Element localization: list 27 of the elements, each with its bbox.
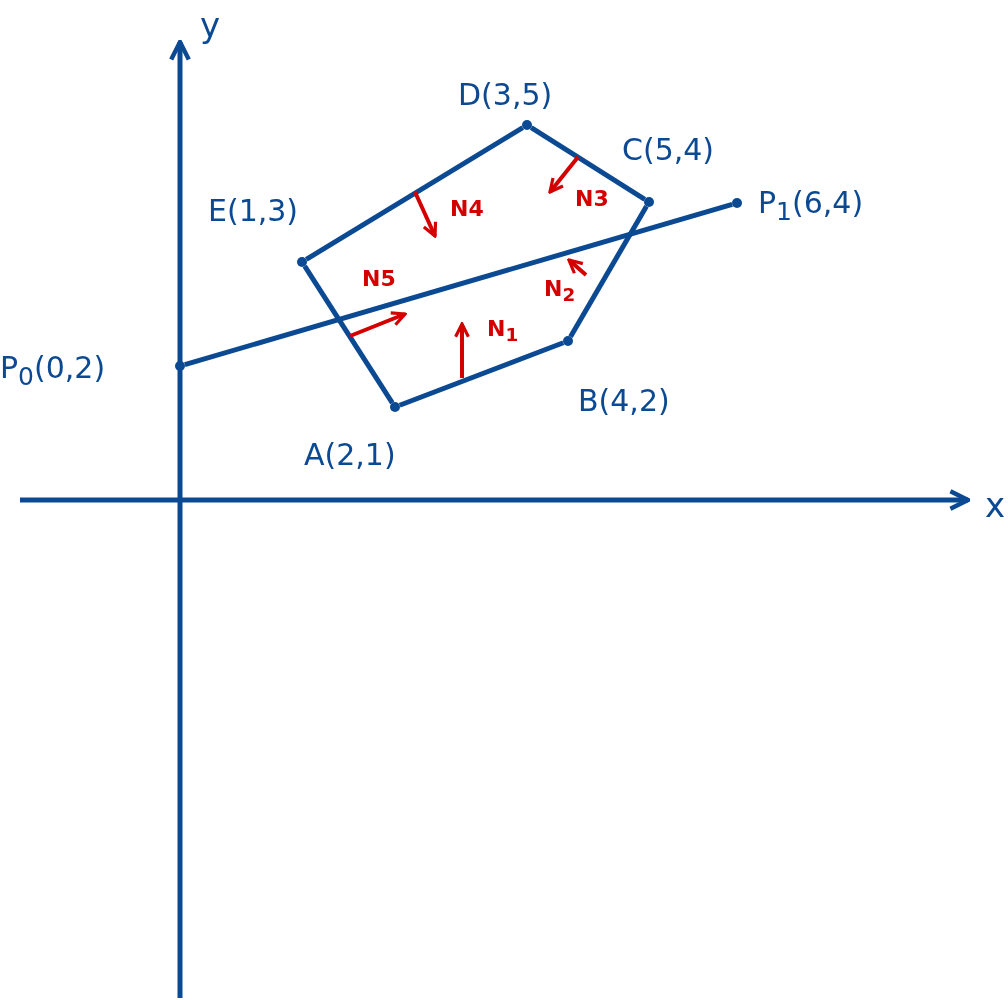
point-label: C(5,4) xyxy=(622,135,715,165)
point-dot xyxy=(732,198,742,208)
point-dot xyxy=(297,257,307,267)
point-label: D(3,5) xyxy=(458,80,553,110)
axis-label: x xyxy=(985,488,1006,522)
point-dot xyxy=(644,197,654,207)
line-segment xyxy=(304,125,525,262)
normal-label: N3 xyxy=(575,188,609,210)
point-dot xyxy=(175,361,185,371)
normal-label: N$_{1}$ xyxy=(487,318,519,345)
axis-label: y xyxy=(200,8,221,42)
line-segment xyxy=(398,340,565,408)
point-label: P$_{1}$(6,4) xyxy=(758,188,864,224)
line-segment xyxy=(302,264,395,405)
point-label: P$_{0}$(0,2) xyxy=(0,353,106,389)
normal-label: N4 xyxy=(450,198,484,220)
point-label: A(2,1) xyxy=(304,440,396,470)
normal-label: N5 xyxy=(362,268,396,290)
normal-label: N$_{2}$ xyxy=(544,278,576,305)
point-dot xyxy=(563,336,573,346)
line-segment xyxy=(529,125,647,202)
point-dot xyxy=(522,120,532,130)
line-segment xyxy=(184,202,733,367)
point-dot xyxy=(390,402,400,412)
line-segment xyxy=(568,205,649,338)
point-label: E(1,3) xyxy=(208,196,299,226)
point-label: B(4,2) xyxy=(578,386,670,416)
